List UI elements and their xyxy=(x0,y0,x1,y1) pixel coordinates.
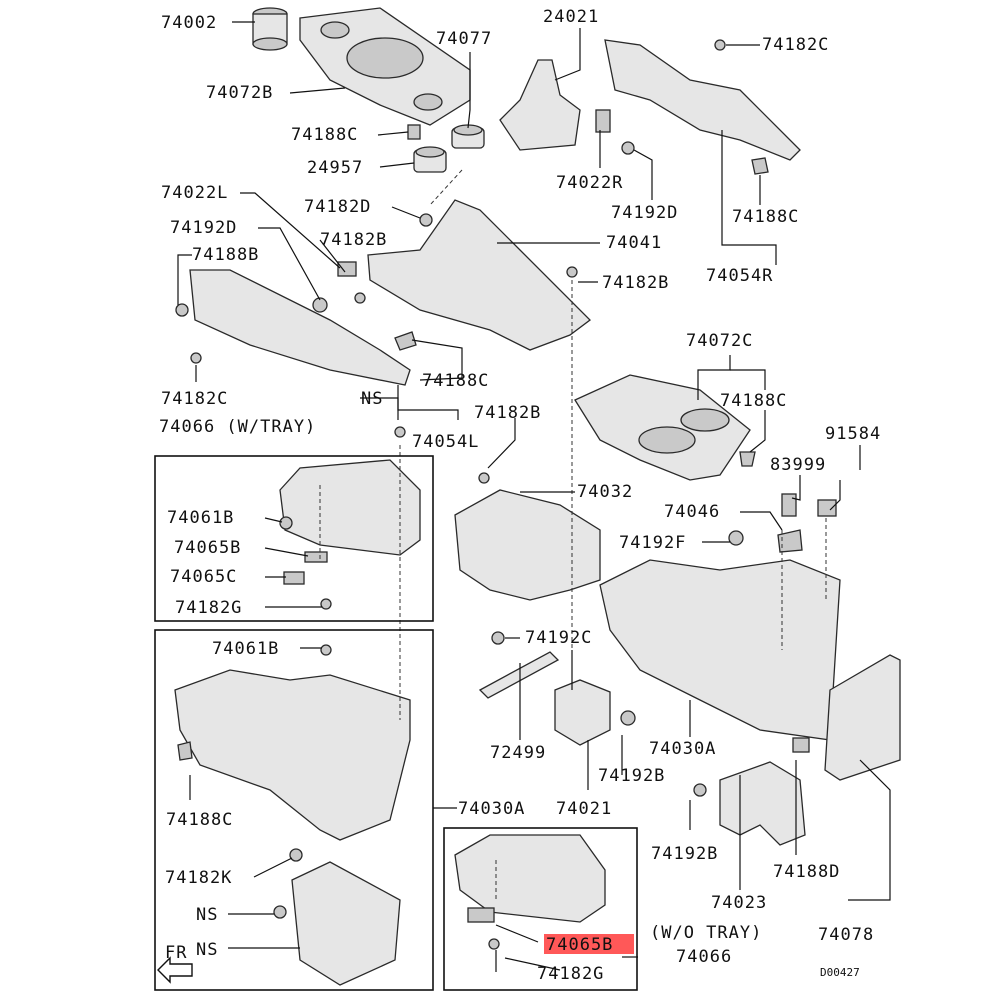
label-74188D: 74188D xyxy=(773,862,840,882)
armrest-without-tray-part xyxy=(454,834,606,923)
left-side-panel-part xyxy=(189,269,411,386)
floor-console-left-part xyxy=(174,669,411,841)
label-74065B-highlighted: 74065B xyxy=(546,935,613,955)
label-74022L: 74022L xyxy=(161,183,228,203)
right-bracket-part xyxy=(604,39,801,161)
bracket-74023-part xyxy=(719,761,806,846)
panel-opening xyxy=(320,21,350,39)
plate-72499-part xyxy=(478,651,560,699)
label-74065B-1: 74065B xyxy=(174,538,241,558)
label-74192B-2: 74192B xyxy=(651,844,718,864)
label-74021: 74021 xyxy=(556,799,612,819)
storage-bin-part xyxy=(291,861,401,986)
label-74182B-1: 74182B xyxy=(320,230,387,250)
label-74188C-1: 74188C xyxy=(291,125,358,145)
label-74192F: 74192F xyxy=(619,533,686,553)
label-FR: FR xyxy=(165,943,187,963)
label-74192D-left: 74192D xyxy=(170,218,237,238)
assembly-dashed-lines xyxy=(319,169,827,900)
label-74192B-1: 74192B xyxy=(598,766,665,786)
label-74072C: 74072C xyxy=(686,331,753,351)
label-74030A-2: 74030A xyxy=(458,799,525,819)
label-74078: 74078 xyxy=(818,925,874,945)
panel-opening xyxy=(413,93,443,111)
front-direction-arrow-icon xyxy=(157,956,193,984)
label-74182C-top: 74182C xyxy=(762,35,829,55)
label-74182G-1: 74182G xyxy=(175,598,242,618)
label-74182B-3: 74182B xyxy=(474,403,541,423)
label-74182B-2: 74182B xyxy=(602,273,669,293)
label-72499: 72499 xyxy=(490,743,546,763)
label-74188C-3: 74188C xyxy=(720,391,787,411)
label-74030A-1: 74030A xyxy=(649,739,716,759)
label-74182D: 74182D xyxy=(304,197,371,217)
leader-lines xyxy=(177,21,891,972)
no-tray-armrest-box xyxy=(443,827,638,991)
label-74188B: 74188B xyxy=(192,245,259,265)
label-74066: 74066 xyxy=(676,947,732,967)
label-74065C: 74065C xyxy=(170,567,237,587)
label-74188C-4: 74188C xyxy=(166,810,233,830)
label-74077: 74077 xyxy=(436,29,492,49)
cup-holder-insert-part xyxy=(252,7,288,51)
label-NS-1: NS xyxy=(361,389,383,409)
left-console-box xyxy=(154,629,434,991)
knob-24957-part xyxy=(413,146,447,173)
fastener-parts xyxy=(175,39,837,950)
label-74192C: 74192C xyxy=(525,628,592,648)
label-74032: 74032 xyxy=(577,482,633,502)
armrest-with-tray-part xyxy=(279,459,421,556)
label-74046: 74046 xyxy=(664,502,720,522)
front-console-part xyxy=(367,199,591,351)
console-bracket-part xyxy=(454,489,601,601)
label-74002: 74002 xyxy=(161,13,217,33)
label-74182G-2: 74182G xyxy=(537,964,604,984)
label-24957: 24957 xyxy=(307,158,363,178)
label-74041: 74041 xyxy=(606,233,662,253)
shift-boot-part xyxy=(499,59,581,151)
knob-74077-part xyxy=(451,124,485,149)
end-panel-74078-part xyxy=(824,654,901,781)
label-74182K: 74182K xyxy=(165,868,232,888)
label-without-tray: (W/O TRAY) xyxy=(650,923,762,943)
label-74192D-right: 74192D xyxy=(611,203,678,223)
label-74061B-1: 74061B xyxy=(167,508,234,528)
label-74072B: 74072B xyxy=(206,83,273,103)
bracket-74021-part xyxy=(554,679,611,746)
cup-opening xyxy=(638,426,696,454)
label-74054L: 74054L xyxy=(412,432,479,452)
label-74023: 74023 xyxy=(711,893,767,913)
floor-console-part xyxy=(599,559,841,741)
cup-opening xyxy=(680,408,730,432)
label-74054R: 74054R xyxy=(706,266,773,286)
label-NS-2: NS xyxy=(196,905,218,925)
label-74066-with-tray: 74066 (W/TRAY) xyxy=(159,417,316,437)
label-83999: 83999 xyxy=(770,455,826,475)
label-diagram-code: D00427 xyxy=(820,966,860,979)
label-NS-3: NS xyxy=(196,940,218,960)
panel-opening xyxy=(346,37,424,79)
part-labels: 74002 74072B 74077 24021 74182C 74188C 2… xyxy=(159,7,881,984)
label-74188C-right: 74188C xyxy=(732,207,799,227)
label-74182C-left: 74182C xyxy=(161,389,228,409)
label-74022R: 74022R xyxy=(556,173,623,193)
highlighted-part-marker xyxy=(544,934,634,954)
label-74061B-2: 74061B xyxy=(212,639,279,659)
label-24021: 24021 xyxy=(543,7,599,27)
label-91584: 91584 xyxy=(825,424,881,444)
tray-armrest-box xyxy=(154,455,434,622)
label-74188C-2: 74188C xyxy=(422,371,489,391)
